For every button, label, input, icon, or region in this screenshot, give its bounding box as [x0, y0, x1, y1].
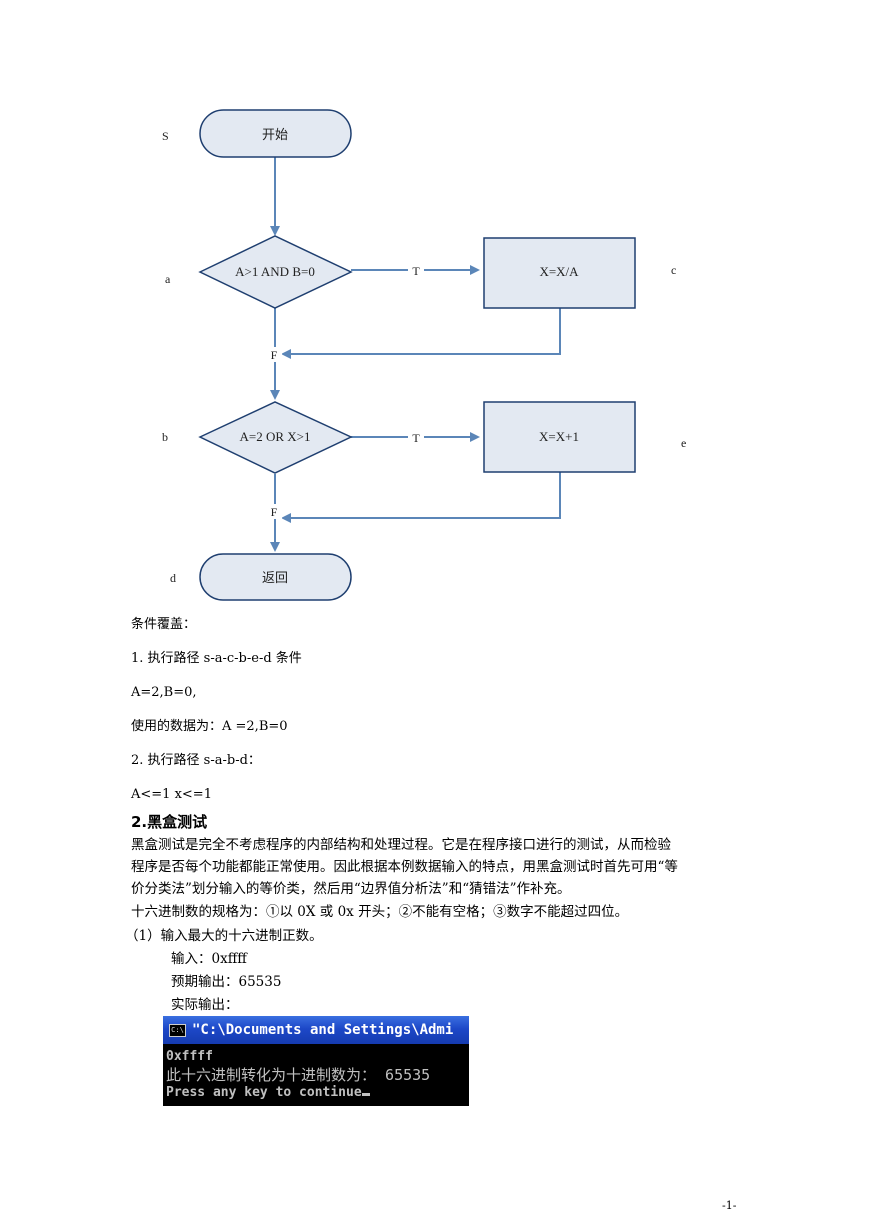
page-number: -1-	[722, 1199, 737, 1212]
node-label-b: b	[162, 430, 168, 444]
console-line-1: 0xffff	[166, 1049, 213, 1064]
actual-output-line: 实际输出：	[171, 997, 239, 1013]
paragraph-line-3: 价分类法”划分输入的等价类，然后用“边界值分析法”和“猜错法”作补充。	[131, 881, 571, 897]
true-label-a: T	[412, 264, 420, 278]
expected-output-line: 预期输出：65535	[171, 974, 282, 990]
console-line-3: Press any key to continue	[166, 1084, 469, 1102]
console-title-text: "C:\Documents and Settings\Admi	[192, 1022, 454, 1038]
connector-e-return	[281, 472, 561, 523]
connector-c-return	[281, 308, 561, 359]
end-terminal	[199, 553, 352, 601]
console-title-bar: C:\ "C:\Documents and Settings\Admi	[163, 1016, 469, 1044]
paragraph-line-1: 黑盒测试是完全不考虑程序的内部结构和处理过程。它是在程序接口进行的测试，从而检验	[131, 837, 671, 853]
decision-b	[198, 401, 353, 474]
start-terminal	[199, 109, 352, 158]
flowchart: 开始 A>1 AND B=0 X=X/A A=2 OR X>1 X=X+1 返回…	[162, 109, 686, 601]
node-label-a: a	[165, 272, 171, 286]
process-e	[483, 401, 636, 473]
console-window: C:\ "C:\Documents and Settings\Admi 0xfff…	[163, 1016, 469, 1106]
decision-b-label: A=2 OR X>1	[240, 429, 311, 444]
paragraph-line-2: 程序是否每个功能都能正常使用。因此根据本例数据输入的特点，用黑盒测试时首先可用“…	[131, 859, 678, 875]
end-label: 返回	[262, 570, 288, 585]
path1-data: 使用的数据为：A =2,B=0	[131, 719, 288, 734]
node-label-d: d	[170, 571, 176, 585]
process-c-label: X=X/A	[539, 264, 579, 279]
process-c	[483, 237, 636, 309]
input-line: 输入：0xffff	[171, 951, 247, 967]
path2-text: 2. 执行路径 s-a-b-d：	[131, 753, 261, 768]
path1-text: 1. 执行路径 s-a-c-b-e-d 条件	[131, 651, 302, 666]
condition-coverage-heading: 条件覆盖：	[131, 617, 197, 632]
case1-text: （1）输入最大的十六进制正数。	[125, 928, 323, 944]
console-output: 0xffff 此十六进制转化为十进制数为： 65535 Press any ke…	[163, 1044, 469, 1102]
node-label-e: e	[681, 436, 686, 450]
flow-connectors	[270, 157, 561, 552]
path1-condition: A=2,B=0,	[131, 685, 197, 700]
decision-a	[198, 235, 353, 309]
section-title: 2.黑盒测试	[131, 813, 208, 831]
process-e-label: X=X+1	[539, 429, 579, 444]
spec-text: 十六进制数的规格为：①以 0X 或 0x 开头；②不能有空格；③数字不能超过四位…	[131, 904, 629, 920]
node-label-s: S	[162, 129, 169, 143]
console-app-icon: C:\	[169, 1023, 186, 1037]
console-line-3-text: Press any key to continue	[166, 1085, 362, 1100]
decision-a-label: A>1 AND B=0	[235, 264, 315, 279]
start-label: 开始	[262, 127, 288, 142]
console-cursor	[361, 1093, 370, 1096]
node-label-c: c	[671, 263, 676, 277]
console-line-2: 此十六进制转化为十进制数为： 65535	[166, 1066, 431, 1084]
false-label-b: F	[271, 505, 278, 519]
path2-condition: A<=1 x<=1	[131, 787, 212, 802]
true-label-b: T	[412, 431, 420, 445]
false-label-a: F	[271, 348, 278, 362]
